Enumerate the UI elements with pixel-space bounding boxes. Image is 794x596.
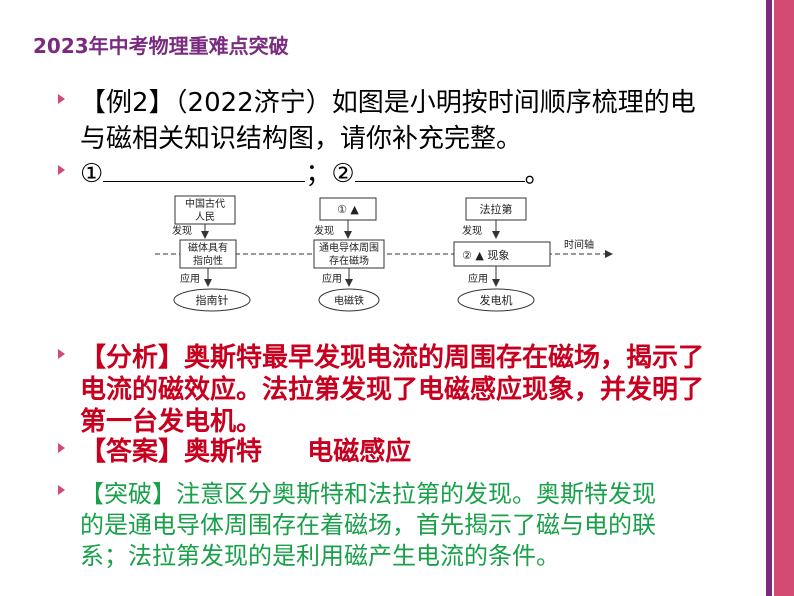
decorative-side-bar: [766, 0, 794, 596]
apply-label-1: 应用: [180, 272, 200, 285]
box-current-field: [313, 239, 385, 269]
box-q1-text: ① ▲: [337, 203, 359, 216]
oval-compass: [173, 288, 251, 312]
box-china-text-1: 中国古代: [185, 197, 225, 210]
oval-generator: [457, 288, 535, 312]
blank-1: [103, 155, 306, 182]
blank-1-label: ①: [80, 159, 104, 189]
analysis-line-2: 电流的磁效应。法拉第发现了电磁感应现象，并发明了: [80, 375, 705, 405]
question-line-2: 与磁相关知识结构图，请你补充完整。: [80, 124, 523, 154]
box-china: [174, 195, 236, 225]
analysis-line-3: 第一台发电机。: [80, 407, 263, 437]
breakthrough-line-2: 的是通电导体周围存在着磁场，首先揭示了磁与电的联: [80, 511, 656, 539]
bullet-icon: [58, 94, 65, 104]
analysis-line-1: 【分析】奥斯特最早发现电流的周围存在磁场，揭示了: [80, 343, 705, 373]
oval-electromagnet-text: 电磁铁: [334, 294, 364, 307]
oval-compass-text: 指南针: [196, 293, 229, 307]
box-current-text-1: 通电导体周围: [319, 241, 379, 254]
blank-separator: ；: [305, 159, 332, 189]
bullet-icon: [58, 165, 65, 175]
breakthrough-line-3: 系；法拉第发现的是利用磁产生电流的条件。: [80, 542, 560, 570]
knowledge-diagram: 中国古代 人民 ① ▲ 法拉第 发现 发现 发现 时间轴 磁体具有 指向性 通电…: [155, 195, 613, 312]
discover-label-3: 发现: [462, 224, 482, 237]
oval-electromagnet: [318, 288, 380, 312]
page-header: 2023年中考物理重难点突破: [33, 34, 289, 58]
bullet-icon: [58, 443, 65, 453]
bullet-icon: [58, 485, 65, 495]
box-phenomenon-text: ② ▲ 现象: [462, 249, 509, 262]
breakthrough-line-1: 【突破】注意区分奥斯特和法拉第的发现。奥斯特发现: [80, 480, 656, 508]
box-magnet-text-2: 指向性: [193, 254, 223, 267]
blanks-line: ① ；② 。: [80, 153, 551, 190]
box-current-text-2: 存在磁场: [329, 254, 369, 267]
oval-generator-text: 发电机: [480, 293, 513, 307]
bullet-icon: [58, 349, 65, 359]
box-magnet-direction: [179, 239, 237, 269]
apply-label-3: 应用: [468, 272, 488, 285]
box-china-text-2: 人民: [195, 211, 215, 223]
discover-label-1: 发现: [172, 224, 192, 237]
answer-line: 【答案】奥斯特 电磁感应: [80, 437, 412, 467]
box-magnet-text-1: 磁体具有: [188, 241, 228, 254]
box-faraday-text: 法拉第: [480, 202, 513, 216]
blank-end: 。: [524, 159, 551, 189]
discover-label-2: 发现: [314, 224, 334, 237]
blank-2: [354, 155, 525, 182]
blank-2-label: ②: [331, 159, 355, 189]
question-line-1: 【例2】（2022济宁）如图是小明按时间顺序梳理的电: [80, 88, 696, 118]
timeline-label: 时间轴: [564, 238, 594, 251]
box-phenomenon: [453, 241, 551, 267]
apply-label-2: 应用: [322, 272, 342, 285]
